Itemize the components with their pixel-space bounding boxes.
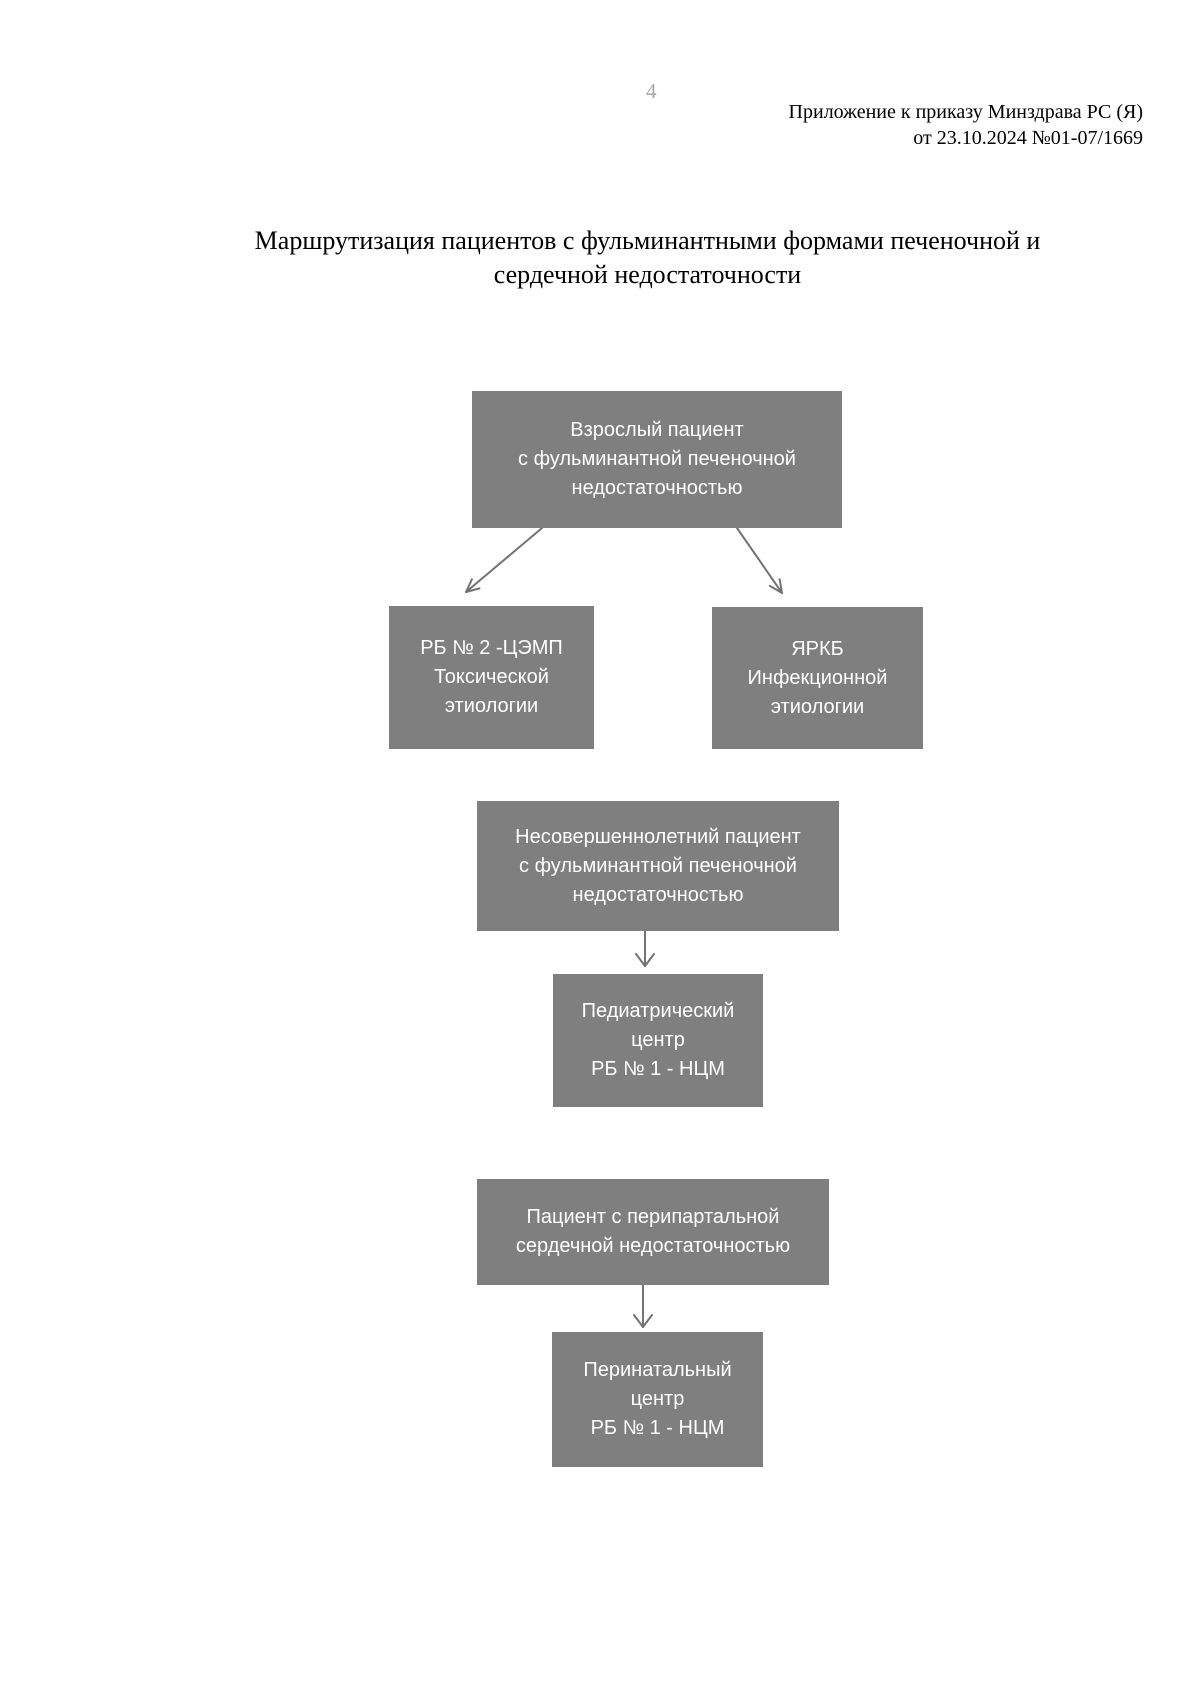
node-yarkb: ЯРКБ Инфекционной этиологии <box>712 607 923 749</box>
node-perinatal-center-line: центр <box>630 1388 685 1410</box>
arrow-adult-to-rb2 <box>465 527 543 593</box>
node-perinatal-center-line: Перинатальный <box>583 1359 732 1381</box>
page-title-line-2: сердечной недостаточности <box>493 260 802 289</box>
node-adult-patient-line: Взрослый пациент <box>570 419 744 441</box>
appendix-header-line-1: Приложение к приказу Минздрава РС (Я) <box>788 101 1143 123</box>
node-minor-patient-line: с фульминантной печеночной <box>519 854 797 877</box>
node-perinatal-center-line: РБ № 1 - НЦМ <box>590 1417 725 1439</box>
node-peripartum-patient: Пациент с перипартальной сердечной недос… <box>477 1179 829 1285</box>
node-perinatal-center: Перинатальный центр РБ № 1 - НЦМ <box>552 1332 763 1467</box>
node-minor-patient-line: Несовершеннолетний пациент <box>515 825 801 848</box>
node-adult-patient-line: с фульминантной печеночной <box>518 448 796 470</box>
node-pediatric-center: Педиатрический центр РБ № 1 - НЦМ <box>553 974 763 1107</box>
node-minor-patient: Несовершеннолетний пациент с фульминантн… <box>477 801 839 931</box>
node-peripartum-patient-line: сердечной недостаточностью <box>515 1235 791 1257</box>
node-yarkb-line: этиологии <box>770 695 865 718</box>
page-title: Маршрутизация пациентов с фульминантными… <box>100 224 1195 292</box>
node-rb2-cemp-line: этиологии <box>444 695 539 717</box>
arrow-minor-to-pediatric <box>635 930 655 967</box>
node-yarkb-line: ЯРКБ <box>791 637 844 660</box>
node-rb2-cemp-line: Токсической <box>434 666 549 688</box>
node-rb2-cemp-line: РБ № 2 -ЦЭМП <box>420 637 563 659</box>
appendix-header-line-2: от 23.10.2024 №01-07/1669 <box>913 127 1143 149</box>
node-peripartum-patient-line: Пациент с перипартальной <box>526 1206 780 1228</box>
node-minor-patient-line: недостаточностью <box>572 883 744 906</box>
appendix-header: Приложение к приказу Минздрава РС (Я) от… <box>789 99 1143 151</box>
page-number: 4 <box>646 79 657 103</box>
arrow-adult-to-yarkb <box>736 527 783 594</box>
arrow-peripartum-to-perinatal <box>633 1284 653 1328</box>
node-pediatric-center-line: РБ № 1 - НЦМ <box>591 1058 725 1080</box>
node-yarkb-line: Инфекционной <box>747 666 888 689</box>
node-pediatric-center-line: центр <box>631 1029 685 1051</box>
node-adult-patient: Взрослый пациент с фульминантной печеноч… <box>472 391 842 528</box>
page-title-line-1: Маршрутизация пациентов с фульминантными… <box>254 226 1041 255</box>
node-pediatric-center-line: Педиатрический <box>581 1000 735 1022</box>
node-adult-patient-line: недостаточностью <box>571 477 743 499</box>
node-rb2-cemp: РБ № 2 -ЦЭМП Токсической этиологии <box>389 606 594 749</box>
